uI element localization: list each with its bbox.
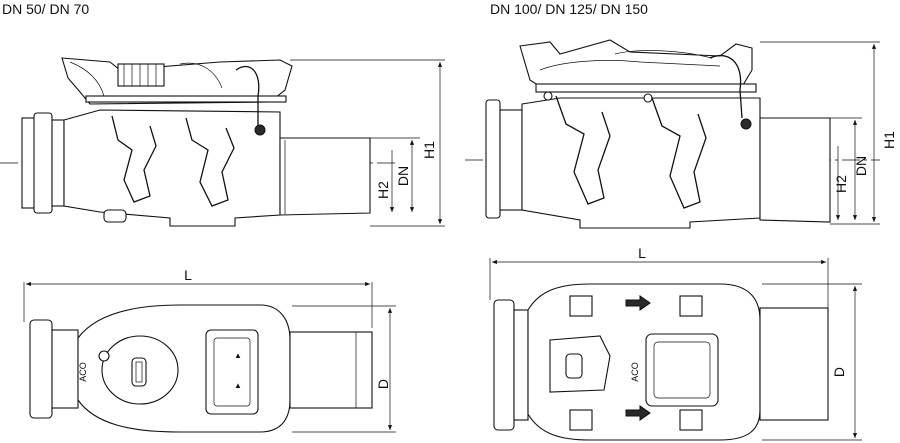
side-view-small: H1 DN H2 (0, 57, 445, 227)
svg-text:▲: ▲ (234, 381, 242, 390)
flap-1-small (111, 115, 157, 203)
socket-neck-large (499, 109, 523, 211)
flow-arrow-bottom (625, 405, 651, 421)
dim-dn-small: DN (395, 166, 411, 186)
outlet-pipe-top-large (759, 307, 829, 421)
lid-mechanism-small (117, 63, 165, 87)
aco-logo-large: ACO (630, 362, 640, 382)
flap-cartridge-small (205, 329, 259, 415)
flow-arrow-top (625, 295, 651, 311)
outlet-pipe-small (279, 137, 371, 216)
body-housing-large (521, 97, 761, 229)
lever-small (235, 65, 260, 128)
flap-2-large (651, 97, 707, 209)
dim-l-large: L (638, 245, 646, 261)
flap-1-large (555, 95, 611, 205)
lock-handle-large (565, 353, 583, 379)
dim-h1-large: H1 (881, 131, 897, 149)
flap-2-small (185, 117, 235, 207)
lever-large (709, 54, 743, 119)
inlet-socket-top-small (29, 319, 53, 419)
dim-d-large: D (831, 367, 847, 377)
top-view-small: L ACO ▲ ▲ D (23, 267, 396, 433)
aco-logo-small: ACO (78, 362, 88, 382)
dim-h1-small: H1 (421, 141, 437, 159)
dim-dn-large: DN (853, 156, 869, 176)
lock-handle-small (131, 357, 147, 387)
body-housing-small (63, 109, 281, 227)
top-view-large: L ACO D (489, 245, 862, 441)
side-view-large: H1 DN H2 (465, 39, 897, 229)
socket-ring-small (33, 112, 53, 214)
dim-l-small: L (184, 267, 192, 283)
socket-ring-large (485, 99, 501, 219)
outlet-pipe-top-small (289, 331, 373, 409)
title-large: DN 100/ DN 125/ DN 150 (490, 1, 648, 17)
svg-text:▲: ▲ (234, 351, 242, 360)
inlet-socket-top-large (493, 299, 515, 431)
dim-d-small: D (375, 379, 391, 389)
dim-h2-large: H2 (833, 175, 849, 193)
dim-h2-small: H2 (375, 181, 391, 199)
title-small: DN 50/ DN 70 (2, 1, 89, 17)
flap-cartridge-large (645, 333, 719, 407)
socket-neck-small (51, 119, 65, 207)
outlet-pipe-large (759, 117, 831, 223)
